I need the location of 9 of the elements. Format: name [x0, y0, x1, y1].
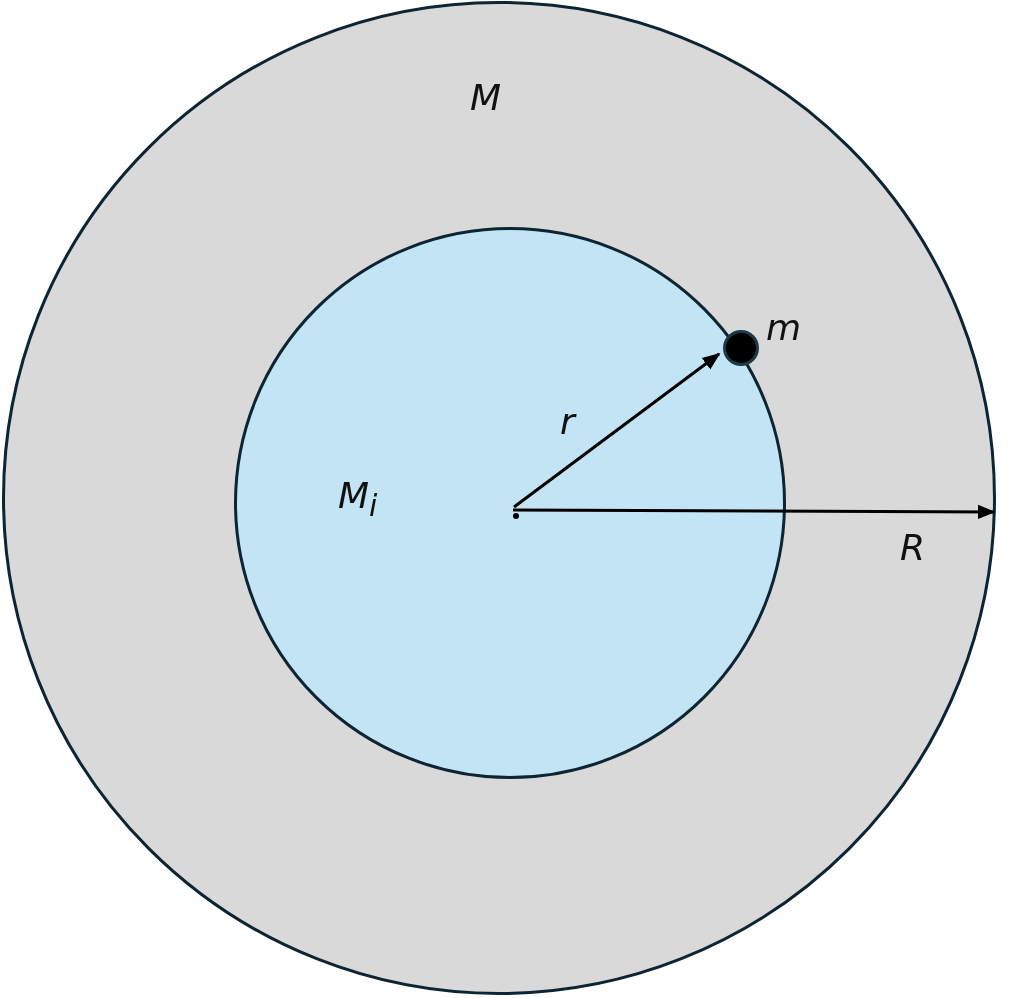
- mass-label: m: [766, 310, 802, 346]
- mass-label: M$_{i}$: [338, 478, 378, 522]
- edge-label: R: [900, 530, 925, 566]
- arrow: [513, 504, 996, 520]
- mass-label: M: [470, 80, 502, 116]
- edge-label: r: [560, 404, 575, 440]
- arrow: [513, 352, 721, 509]
- point-mass: [723, 330, 759, 366]
- center-point: [513, 513, 519, 519]
